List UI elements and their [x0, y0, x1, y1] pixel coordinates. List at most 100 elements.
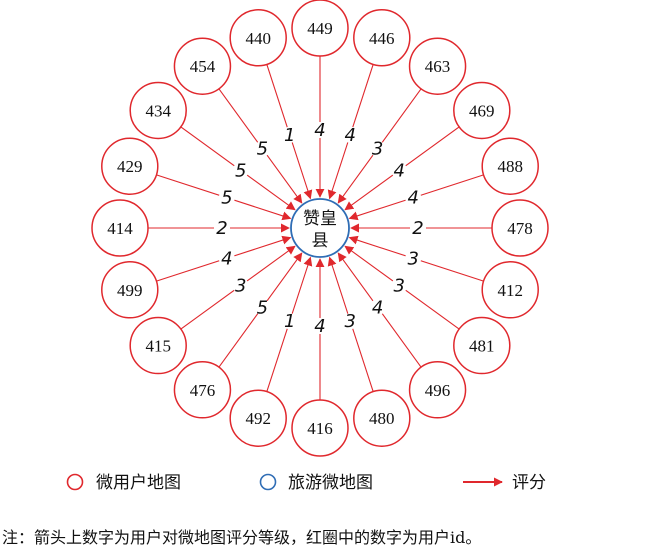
center-label-line2: 县 [312, 231, 329, 251]
edge-score-446: 4 [345, 125, 356, 146]
edge-score-415: 3 [235, 276, 246, 297]
edge-score-bg-488 [405, 189, 422, 206]
edge-score-bg-415 [232, 277, 249, 294]
user-node-circle-449 [291, 0, 349, 57]
legend-rating-label: 评分 [512, 473, 546, 493]
user-node-circle-492 [229, 389, 287, 447]
user-node-499: 499 [101, 261, 159, 319]
legend: 微用户地图 旅游微地图 评分 [66, 473, 546, 493]
edge-score-414: 2 [216, 218, 227, 239]
user-node-circle-481 [453, 316, 511, 375]
user-node-circle-463 [408, 37, 467, 95]
edge-score-412: 3 [407, 248, 418, 269]
user-node-478: 478 [491, 199, 549, 257]
user-node-416: 416 [291, 399, 349, 457]
edge-score-bg-446 [342, 126, 359, 143]
user-node-label-415: 415 [145, 337, 171, 356]
user-node-492: 492 [229, 389, 287, 447]
user-node-469: 469 [453, 81, 511, 140]
user-node-454: 454 [173, 37, 232, 95]
edge-score-bg-492 [281, 313, 298, 330]
edge-score-bg-440 [281, 126, 298, 143]
edge-score-bg-429 [218, 189, 235, 206]
user-node-label-478: 478 [507, 219, 533, 238]
user-node-label-416: 416 [307, 419, 333, 438]
edge-score-449: 4 [314, 120, 325, 141]
center-node: 赞皇 县 [290, 198, 350, 258]
user-node-label-454: 454 [190, 57, 216, 76]
user-node-label-499: 499 [117, 281, 143, 300]
edge-score-499: 4 [221, 248, 232, 269]
user-node-496: 496 [408, 361, 467, 419]
user-node-circle-488 [481, 137, 539, 195]
user-node-circle-480 [353, 389, 411, 447]
edge-score-488: 4 [407, 188, 418, 209]
edge-score-bg-463 [369, 140, 386, 157]
edge-score-463: 3 [372, 139, 383, 160]
user-node-label-440: 440 [245, 29, 271, 48]
edge-score-492: 1 [284, 311, 295, 332]
user-node-circle-434 [129, 81, 187, 140]
user-node-463: 463 [408, 37, 467, 95]
user-node-488: 488 [481, 137, 539, 195]
edge-score-bg-476 [254, 299, 271, 316]
user-node-label-412: 412 [497, 281, 523, 300]
user-node-449: 449 [291, 0, 349, 57]
edge-score-480: 3 [345, 311, 356, 332]
edge-score-bg-416 [312, 318, 328, 334]
user-node-circle-476 [173, 361, 232, 419]
user-node-label-481: 481 [469, 337, 495, 356]
edge-score-496: 4 [372, 297, 383, 318]
edge-score-478: 2 [412, 218, 423, 239]
user-node-429: 429 [101, 137, 159, 195]
user-node-414: 414 [91, 199, 149, 257]
edge-score-bg-414 [214, 220, 230, 236]
user-node-label-446: 446 [369, 29, 395, 48]
user-node-476: 476 [173, 361, 232, 419]
edge-score-bg-412 [405, 250, 422, 267]
user-node-circle-412 [481, 261, 539, 319]
legend-user-icon [66, 473, 84, 491]
user-node-446: 446 [353, 9, 411, 67]
user-node-440: 440 [229, 9, 287, 67]
user-node-circle-446 [353, 9, 411, 67]
edge-score-bg-454 [254, 140, 271, 157]
edge-score-bg-449 [312, 122, 328, 138]
user-node-label-469: 469 [469, 101, 495, 120]
user-node-circle-496 [408, 361, 467, 419]
user-node-label-492: 492 [245, 409, 271, 428]
edge-score-416: 4 [314, 316, 325, 337]
user-node-412: 412 [481, 261, 539, 319]
legend-travel-label: 旅游微地图 [288, 473, 373, 493]
user-node-circle-414 [91, 199, 149, 257]
user-node-circle-454 [173, 37, 232, 95]
edge-score-440: 1 [284, 125, 295, 146]
footnote: 注：箭头上数字为用户对微地图评分等级，红圈中的数字为用户id。 [2, 528, 482, 547]
legend-user-label: 微用户地图 [96, 473, 181, 493]
user-node-circle-429 [101, 137, 159, 195]
user-node-label-434: 434 [145, 101, 171, 120]
user-node-label-429: 429 [117, 157, 143, 176]
user-node-circle-415 [129, 316, 187, 375]
center-label-line1: 赞皇 [303, 209, 337, 229]
user-node-label-476: 476 [190, 381, 216, 400]
user-node-480: 480 [353, 389, 411, 447]
user-node-circle-416 [291, 399, 349, 457]
edge-score-bg-480 [342, 313, 359, 330]
edge-score-bg-496 [369, 299, 386, 316]
edge-score-469: 4 [394, 160, 405, 181]
edge-score-429: 5 [221, 188, 232, 209]
edge-score-bg-499 [218, 250, 235, 267]
user-node-415: 415 [129, 316, 187, 375]
user-node-label-496: 496 [425, 381, 451, 400]
edge-score-bg-434 [232, 162, 249, 179]
user-node-label-480: 480 [369, 409, 395, 428]
edge-score-bg-469 [391, 162, 408, 179]
user-node-circle-499 [101, 261, 159, 319]
edge-score-bg-481 [391, 277, 408, 294]
center-circle [290, 198, 350, 258]
edge-score-476: 5 [257, 297, 268, 318]
edge-score-bg-478 [410, 220, 426, 236]
